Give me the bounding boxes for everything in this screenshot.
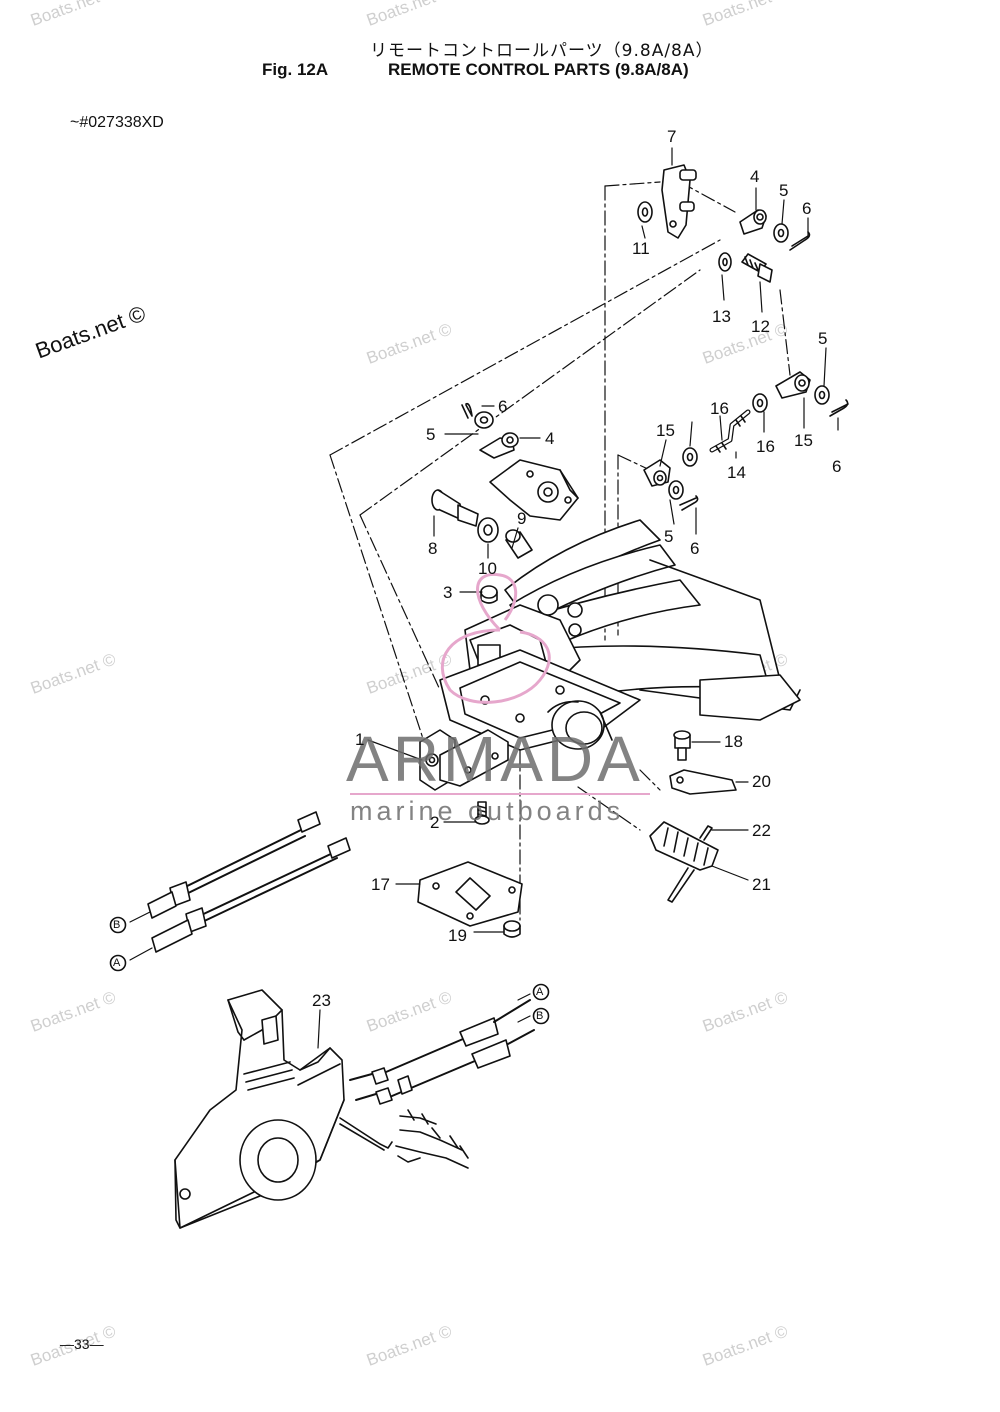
callout-20: 20 [752, 772, 771, 791]
page-number: —33— [60, 1336, 104, 1352]
ball-joint [775, 371, 811, 399]
watermark-brand-underline [350, 793, 650, 795]
washer [668, 480, 684, 500]
callout-6: 6 [832, 457, 842, 476]
pin [699, 825, 713, 841]
clip [461, 402, 473, 419]
callout-11: 11 [632, 239, 650, 258]
callout-8: 8 [428, 539, 438, 558]
washer [718, 252, 732, 272]
callout-9: 9 [517, 509, 527, 528]
callout-5: 5 [426, 425, 436, 444]
collar-bolt [431, 489, 479, 527]
clip [679, 495, 699, 511]
serial-range: ~#027338XD [70, 114, 164, 131]
callout-5: 5 [664, 527, 674, 546]
callout-4: 4 [545, 429, 555, 448]
ball-joint [739, 209, 767, 235]
callout-21: 21 [752, 875, 771, 894]
nut [503, 920, 521, 938]
callout-13: 13 [712, 307, 731, 326]
washer [752, 393, 768, 413]
callout-1: 1 [355, 730, 365, 749]
washer [474, 411, 494, 429]
cable-end-b: B [536, 1010, 544, 1022]
washer [637, 201, 653, 223]
bolt [741, 253, 773, 283]
figure-title: REMOTE CONTROL PARTS (9.8A/8A) [388, 60, 689, 79]
bushing [477, 517, 499, 543]
remote-cables [349, 999, 535, 1105]
callout-7: 7 [667, 127, 677, 146]
washer [773, 223, 789, 243]
callout-18: 18 [724, 732, 743, 751]
callout-6: 6 [802, 199, 812, 218]
ball-joint [643, 459, 671, 487]
leader-lines [129, 147, 839, 1049]
clip [829, 399, 849, 417]
tiller-grip [649, 821, 719, 903]
bolt [673, 730, 691, 761]
assembly-guide-lines [329, 181, 791, 921]
callout-5: 5 [779, 181, 789, 200]
callout-22: 22 [752, 821, 771, 840]
callout-16: 16 [756, 437, 775, 456]
callout-19: 19 [448, 926, 467, 945]
callout-17: 17 [371, 875, 390, 894]
clip [789, 231, 811, 251]
clamp-bracket [439, 519, 801, 751]
callout-4: 4 [750, 167, 760, 186]
figure-number: Fig. 12A [262, 60, 329, 79]
callout-23: 23 [312, 991, 331, 1010]
watermark-logo [440, 572, 551, 704]
grip-bracket [669, 769, 737, 795]
callout-10: 10 [478, 559, 497, 578]
control-cables [147, 811, 351, 953]
callout-5: 5 [818, 329, 828, 348]
callout-6: 6 [690, 539, 700, 558]
washer [814, 385, 830, 405]
link-plate [661, 164, 697, 239]
throttle-lever [489, 459, 579, 521]
cable-holder [419, 729, 509, 791]
callout-2: 2 [430, 813, 440, 832]
watermark-brand-name: ARMADA [346, 723, 644, 795]
ball-joint [479, 432, 519, 459]
cable-end-markers [109, 916, 550, 1025]
control-rod [709, 409, 751, 453]
remote-control-box [174, 989, 469, 1229]
callout-16: 16 [710, 399, 729, 418]
cover-plate [417, 861, 523, 927]
callout-15: 15 [794, 431, 813, 450]
watermark-brand-tagline: marine outboards [350, 796, 625, 826]
nut [480, 585, 498, 604]
cable-end-a: A [536, 986, 544, 998]
washer [682, 447, 698, 467]
collar [505, 529, 533, 559]
title-japanese: リモートコントロールパーツ（9.8A/8A） [370, 41, 714, 61]
cable-end-a: A [113, 957, 121, 969]
bolt [474, 801, 490, 825]
callout-15: 15 [656, 421, 675, 440]
cable-end-b: B [113, 919, 121, 931]
callout-3: 3 [443, 583, 453, 602]
callout-14: 14 [727, 463, 746, 482]
callout-6: 6 [498, 397, 508, 416]
callout-12: 12 [751, 317, 770, 336]
